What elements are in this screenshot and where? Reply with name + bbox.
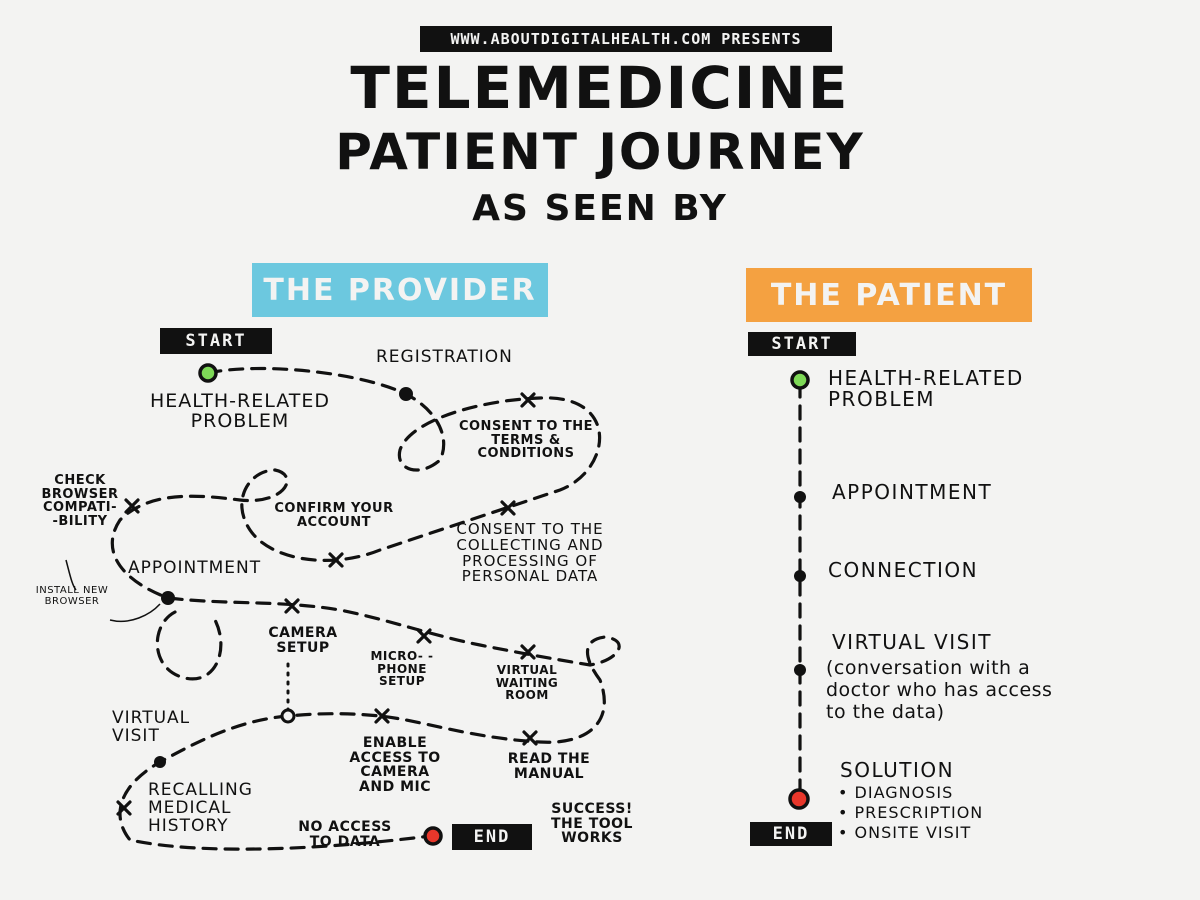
camera-branch-node [280, 708, 296, 724]
provider-start-dot [198, 363, 218, 383]
check-browser-label: CHECK BROWSER COMPATI- -BILITY [41, 473, 119, 529]
patient-connection-label: CONNECTION [828, 558, 979, 582]
patient-appointment-label: APPOINTMENT [832, 480, 993, 504]
consent-terms-label: CONSENT TO THE TERMS & CONDITIONS [458, 419, 594, 462]
read-manual-label: READ THE MANUAL [507, 751, 591, 782]
solution-item-prescription: • PRESCRIPTION [838, 803, 984, 822]
cross-read-manual [522, 730, 538, 746]
patient-visit-dot [794, 664, 806, 676]
cross-enable-access [374, 708, 390, 724]
solution-item-onsite-visit: • ONSITE VISIT [838, 823, 972, 842]
patient-solution-label: SOLUTION [840, 758, 955, 782]
recalling-history-label: RECALLING MEDICAL HISTORY [148, 780, 253, 836]
confirm-account-label: CONFIRM YOUR ACCOUNT [274, 501, 394, 530]
virtual-visit-label: VIRTUAL VISIT [112, 708, 191, 746]
patient-health-problem-label: HEALTH-RELATED PROBLEM [828, 366, 1024, 411]
cross-recalling-history [116, 800, 132, 816]
registration-dot [399, 387, 413, 401]
install-browser-label: INSTALL NEW BROWSER [35, 585, 109, 607]
cross-microphone-setup [416, 628, 432, 644]
provider-loop-path [155, 610, 223, 681]
cross-consent-data [500, 500, 516, 516]
presents-banner: WWW.ABOUTDIGITALHEALTH.COM PRESENTS [420, 26, 832, 52]
consent-data-label: CONSENT TO THE COLLECTING AND PROCESSING… [456, 520, 604, 586]
provider-heading: THE PROVIDER [252, 263, 548, 317]
appointment-label: APPOINTMENT [128, 558, 262, 578]
camera-setup-label: CAMERA SETUP [268, 625, 338, 656]
virtual-visit-dot [154, 756, 166, 768]
cross-check-browser [124, 498, 140, 514]
patient-connection-dot [794, 570, 806, 582]
patient-start-tag: START [748, 332, 856, 356]
success-label: SUCCESS! THE TOOL WORKS [551, 801, 633, 847]
page-title-line2: PATIENT JOURNEY [335, 123, 865, 181]
appointment-dot [161, 591, 175, 605]
patient-end-tag: END [750, 822, 832, 846]
provider-start-tag: START [160, 328, 272, 354]
provider-end-dot [423, 826, 443, 846]
patient-virtual-visit-label: VIRTUAL VISIT [832, 630, 992, 654]
patient-appointment-dot [794, 491, 806, 503]
solution-item-diagnosis: • DIAGNOSIS [838, 783, 954, 802]
provider-journey-path [110, 366, 621, 851]
enable-access-label: ENABLE ACCESS TO CAMERA AND MIC [349, 735, 441, 796]
cross-waiting-room [520, 644, 536, 660]
registration-label: REGISTRATION [376, 347, 513, 367]
no-access-label: NO ACCESS TO DATA [298, 819, 392, 850]
patient-start-dot [790, 370, 810, 390]
install-arrow-top [65, 559, 77, 591]
provider-end-tag: END [452, 824, 532, 850]
patient-end-dot [788, 788, 810, 810]
microphone-setup-label: MICRO- -PHONE SETUP [370, 649, 434, 689]
patient-visit-note: (conversation with a doctor who has acce… [826, 657, 1053, 723]
install-arrow-bottom [109, 603, 161, 622]
cross-consent-terms [520, 392, 536, 408]
waiting-room-label: VIRTUAL WAITING ROOM [495, 663, 559, 703]
page-title-line3: AS SEEN BY [472, 188, 728, 229]
patient-heading: THE PATIENT [746, 268, 1032, 322]
provider-health-problem-label: HEALTH-RELATED PROBLEM [150, 390, 330, 432]
page-title-line1: TELEMEDICINE [350, 54, 850, 122]
solution-list: • DIAGNOSIS • PRESCRIPTION • ONSITE VISI… [838, 783, 1038, 843]
cross-confirm-account [328, 552, 344, 568]
cross-camera-setup [284, 598, 300, 614]
